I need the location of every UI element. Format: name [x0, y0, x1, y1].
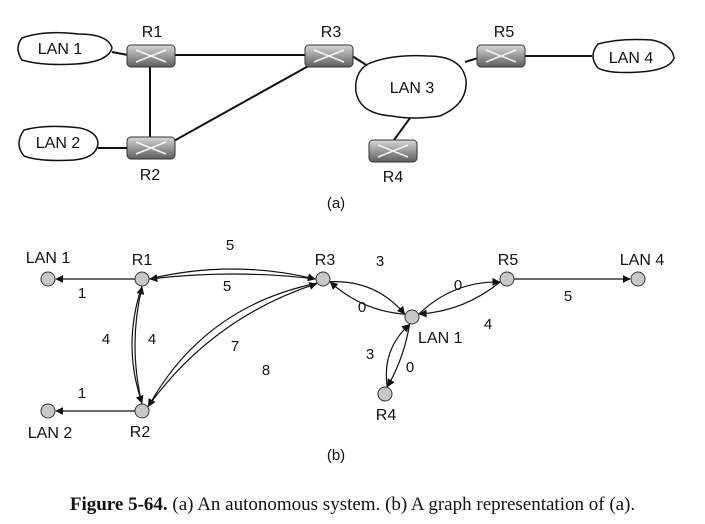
- edge-lan3-to-r5: [418, 277, 501, 315]
- part-a-label: (a): [327, 195, 345, 212]
- edge-r2-to-r3: [147, 282, 318, 408]
- lan-cloud-2: [18, 125, 99, 162]
- router-icon: [313, 49, 345, 63]
- graph-node-label-r1: R1: [132, 252, 153, 269]
- edge-r3-to-r2: [147, 282, 318, 407]
- edge-lan3-to-r4: [387, 323, 411, 388]
- router-label-r5: R5: [494, 24, 515, 41]
- router-r5: [476, 44, 526, 68]
- edge-weight-r3-to-r2: 8: [262, 362, 270, 379]
- edge-r1-to-r3: [148, 268, 316, 282]
- graph-node-r3: [315, 271, 331, 287]
- graph-node-r5: [499, 271, 515, 287]
- edge-weight-r2-to-lan2: 1: [78, 385, 86, 402]
- graph-node-lan2: [40, 403, 56, 419]
- lan-cloud-4: [592, 38, 675, 74]
- graph-node-lan1: [40, 271, 56, 287]
- router-icon: [135, 141, 167, 155]
- edge-r1-to-r2: [131, 285, 144, 404]
- edge-weight-r1-to-lan1: 1: [78, 285, 86, 302]
- figure-number: Figure 5-64.: [69, 494, 168, 515]
- router-icon: [135, 49, 167, 63]
- edge-weight-r5-to-lan4: 5: [564, 288, 572, 305]
- edge-weight-r1-to-r2: 4: [102, 331, 110, 348]
- edge-r2-to-r1: [134, 286, 145, 405]
- edge-weight-r1-to-r3: 5: [226, 237, 234, 254]
- edge-weight-lan3-to-r4: 0: [406, 359, 414, 376]
- graph-node-label-r2: R2: [130, 424, 151, 441]
- graph-node-label-lan2: LAN 2: [28, 425, 73, 442]
- edge-r3-to-r1: [149, 273, 317, 283]
- link-lan3-r5: [464, 57, 479, 63]
- router-r1: [126, 44, 176, 68]
- graph-node-lan3: [404, 309, 420, 325]
- graph-node-label-r5: R5: [498, 252, 519, 269]
- lan-label-3: LAN 3: [390, 80, 435, 97]
- figure-caption-text: (a) An autonomous system. (b) A graph re…: [172, 494, 636, 515]
- graph-node-label-r4: R4: [376, 407, 397, 424]
- graph-node-label-lan4: LAN 4: [620, 252, 665, 269]
- graph-node-label-lan3: LAN 1: [418, 330, 463, 347]
- edge-weight-r2-to-r1: 4: [148, 331, 156, 348]
- part-a: LAN 1 LAN 2 LAN 3 LAN 4 R1 R2 R3 R4 R5: [17, 24, 675, 212]
- edge-weight-lan3-to-r5: 0: [454, 277, 462, 294]
- edge-weight-lan3-to-r3: 0: [358, 299, 366, 316]
- router-icon: [377, 144, 409, 158]
- graph-node-lan4: [630, 271, 646, 287]
- link-r3-lan3: [351, 55, 369, 67]
- edge-weight-r2-to-r3: 7: [231, 338, 239, 355]
- edge-weight-r4-to-lan3: 3: [366, 346, 374, 363]
- router-label-r4: R4: [383, 169, 404, 186]
- part-b-nodes: [40, 271, 646, 419]
- graph-node-r4: [377, 386, 393, 402]
- router-r3: [304, 44, 354, 68]
- link-r2-r3: [171, 63, 313, 143]
- part-b-edges: [55, 268, 631, 415]
- edge-r3-to-lan3: [329, 281, 406, 315]
- router-label-r2: R2: [140, 167, 161, 184]
- router-label-r1: R1: [142, 24, 163, 41]
- part-a-links: [98, 51, 592, 149]
- router-icon: [485, 49, 517, 63]
- edge-weight-r5-to-lan3: 4: [484, 316, 492, 333]
- router-r2: [126, 136, 176, 160]
- part-b-weights: 1 5 5 4 4 1 7 8 3 0 0 4 5 3 0: [78, 237, 572, 402]
- edge-r4-to-lan3: [385, 324, 410, 388]
- edge-lan3-to-r3: [329, 281, 406, 315]
- lan-cloud-1: [17, 31, 113, 66]
- router-label-r3: R3: [321, 24, 342, 41]
- graph-node-r1: [134, 271, 150, 287]
- network-diagram: LAN 1 LAN 2 LAN 3 LAN 4 R1 R2 R3 R4 R5: [17, 24, 675, 464]
- graph-node-label-lan1: LAN 1: [26, 250, 71, 267]
- graph-node-r2: [134, 403, 150, 419]
- router-r4: [368, 139, 418, 163]
- link-lan1-r1: [111, 51, 129, 56]
- edge-r5-to-lan3: [418, 281, 501, 318]
- link-lan3-r4: [393, 117, 411, 141]
- figure-caption: Figure 5-64. (a) An autonomous system. (…: [0, 494, 705, 516]
- lan-label-4: LAN 4: [609, 50, 654, 67]
- lan-cloud-3: [355, 54, 467, 119]
- lan-label-1: LAN 1: [38, 41, 83, 58]
- edge-weight-r3-to-r1: 5: [223, 278, 231, 295]
- part-b-label: (b): [327, 447, 345, 464]
- edge-weight-r3-to-lan3: 3: [376, 253, 384, 270]
- graph-node-label-r3: R3: [315, 252, 336, 269]
- lan-label-2: LAN 2: [36, 135, 81, 152]
